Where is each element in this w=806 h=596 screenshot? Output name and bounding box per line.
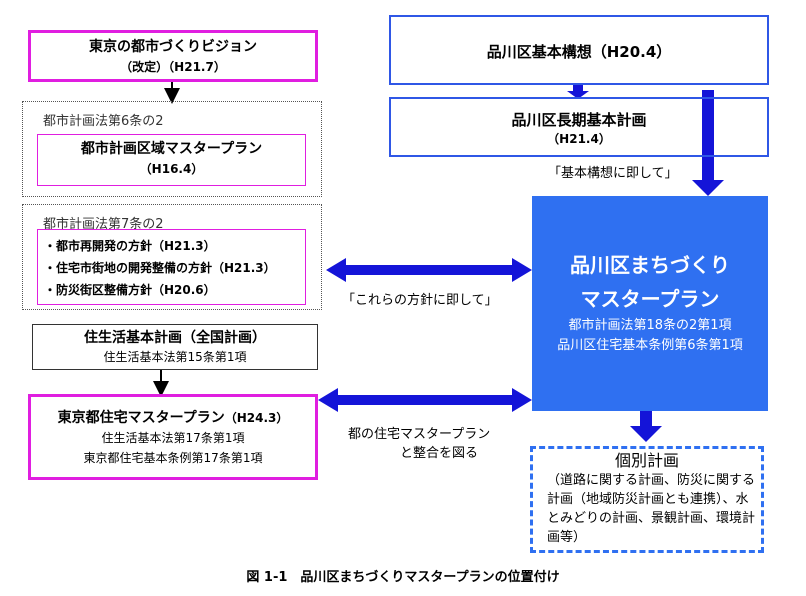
arrow-choki-to-master: [692, 90, 724, 196]
individual-plans-body: （道路に関する計画、防災に関する計画（地域防災計画とも連携）、水とみどりの計画、…: [547, 473, 756, 545]
article6-group: 都市計画法第6条の2 都市計画区域マスタープラン （H16.4）: [22, 101, 322, 197]
figure-caption: 図 1-1 品川区まちづくりマスタープランの位置付け: [246, 570, 560, 585]
area-master-plan-title: 都市計画区域マスタープラン: [80, 141, 263, 157]
master-plan-line2: マスタープラン: [580, 287, 720, 311]
article6-label: 都市計画法第6条の2: [43, 114, 164, 129]
long-term-plan-box: 品川区長期基本計画 （H21.4）: [389, 97, 769, 157]
national-housing-plan-law: 住生活基本法第15条第1項: [103, 350, 247, 364]
policy-item: ・防災街区整備方針（H20.6）: [44, 283, 216, 297]
individual-plans-heading: 個別計画: [614, 451, 679, 470]
tokyo-housing-master-plan-box: 東京都住宅マスタープラン（H24.3） 住生活基本法第17条第1項 東京都住宅基…: [28, 394, 318, 480]
national-housing-plan-title: 住生活基本計画（全国計画）: [84, 330, 266, 346]
vision-line1: 東京の都市づくりビジョン: [89, 39, 257, 55]
national-housing-plan-box: 住生活基本計画（全国計画） 住生活基本法第15条第1項: [32, 324, 318, 370]
tokyo-housing-title: 東京都住宅マスタープラン: [57, 410, 225, 426]
basic-concept-title: 品川区基本構想（H20.4）: [486, 43, 672, 61]
arrow-kihon-to-choki: [567, 85, 589, 99]
basic-concept-box: 品川区基本構想（H20.4）: [389, 15, 769, 85]
tomaster-connector-label-2: と整合を図る: [400, 446, 479, 461]
area-master-plan-date: （H16.4）: [139, 162, 204, 176]
long-term-plan-date: （H21.4）: [547, 132, 611, 146]
kihon-connector-label: 「基本構想に即して」: [548, 166, 678, 181]
long-term-plan-title: 品川区長期基本計画: [511, 111, 647, 129]
double-arrow-tokyo-master: [318, 388, 532, 412]
master-plan-line1: 品川区まちづくり: [570, 253, 730, 277]
tokyo-vision-box: 東京の都市づくりビジョン （改定）（H21.7）: [28, 30, 318, 82]
policies-box: ・都市再開発の方針（H21.3） ・住宅市街地の開発整備の方針（H21.3） ・…: [37, 229, 306, 305]
policy-item: ・住宅市街地の開発整備の方針（H21.3）: [44, 261, 276, 275]
arrow-master-to-kobetsu: [630, 411, 662, 442]
individual-plans-box: 個別計画 （道路に関する計画、防災に関する計画（地域防災計画とも連携）、水とみど…: [530, 446, 764, 553]
machizukuri-master-plan-box: 品川区まちづくり マスタープラン 都市計画法第18条の2第1項 品川区住宅基本条…: [532, 196, 768, 411]
tokyo-housing-law2: 東京都住宅基本条例第17条第1項: [83, 451, 263, 465]
policy-item: ・都市再開発の方針（H21.3）: [44, 239, 216, 253]
houshin-connector-label: 「これらの方針に即して」: [342, 293, 498, 308]
tomaster-connector-label-1: 都の住宅マスタープラン: [348, 427, 491, 442]
master-plan-law2: 品川区住宅基本条例第6条第1項: [557, 338, 743, 353]
master-plan-law1: 都市計画法第18条の2第1項: [568, 318, 732, 333]
tokyo-housing-date: （H24.3）: [224, 411, 289, 425]
vision-line2: （改定）（H21.7）: [120, 60, 226, 74]
article7-group: 都市計画法第7条の2 ・都市再開発の方針（H21.3） ・住宅市街地の開発整備の…: [22, 204, 322, 310]
area-master-plan-box: 都市計画区域マスタープラン （H16.4）: [37, 134, 306, 186]
tokyo-housing-law1: 住生活基本法第17条第1項: [101, 431, 245, 445]
double-arrow-houshin: [326, 258, 532, 282]
article7-label: 都市計画法第7条の2: [43, 217, 164, 232]
